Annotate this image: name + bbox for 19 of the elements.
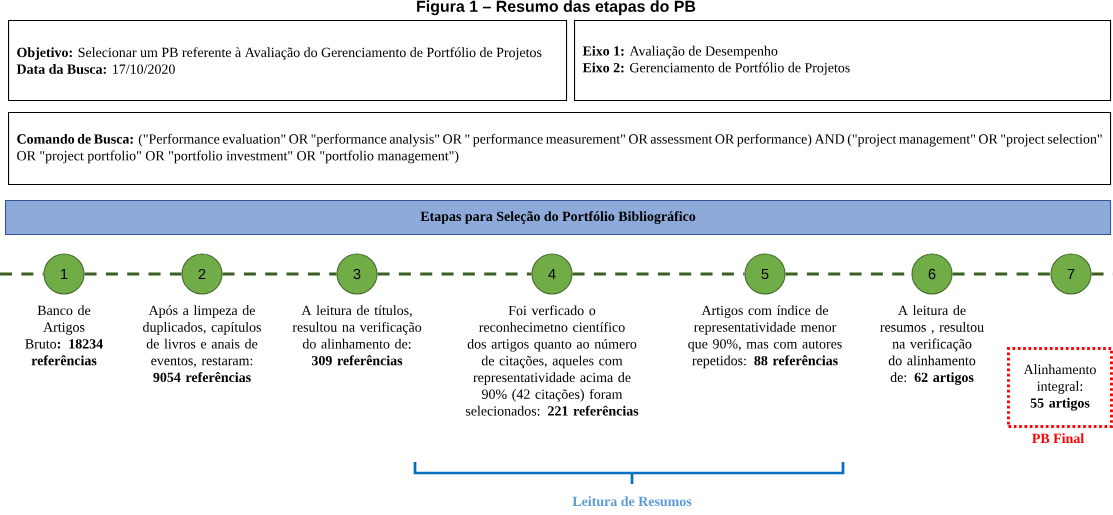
dashed-connector (222, 272, 337, 276)
step-description: Banco de Artigos Bruto: 18234 referências (25, 305, 103, 366)
step-description: A leitura de resumos , resultou na verificação do alinhamento de: 62 artigos (880, 305, 984, 385)
section-banner: Etapas para Seleção do Portfólio Bibliográfico (5, 200, 1112, 236)
info-box: Objetivo: Selecionar um PB referente à Avaliação do Gerenciamento de Portfólio de Projetos Data da Busca: 17/10/2020 (8, 20, 568, 102)
info-box: Comando de Busca: ("Performance evaluation" OR "performance analysis" OR " performance measurement" OR assessment OR performance) AND ("project management" OR "project selection" OR "project portfolio" OR "portfolio investment" OR "portfolio management") (8, 112, 1112, 186)
bracket-label: Leitura de Resumos (572, 496, 692, 507)
info-box: Eixo 1: Avaliação de Desempenho Eixo 2: Gerenciamento de Portfólio de Projetos (574, 20, 1112, 102)
figure-title: Figura 1 – Resumo das etapas do PB (417, 0, 696, 16)
step-description: A leitura de títulos, resultou na verificação do alinhamento de: 309 referências (292, 305, 422, 366)
dashed-connector (952, 272, 1051, 276)
result-label: PB Final (1032, 433, 1084, 444)
final-result-box: Alinhamento integral: 55 artigos (1007, 347, 1113, 428)
step-description: Artigos com índice de representatividade menor que 90%, mas com autores repetidos: 88 referências (688, 305, 842, 369)
step-description: Foi verficado o reconhecimetno científico dos artigos quanto ao número de citações, aqueles com representatividade acima de 90% (42 citações) foram selecionados: 221 referências (465, 305, 639, 416)
step-description: Após a limpeza de duplicados, capítulos de livros e anais de eventos, restaram: 9054 referências (143, 305, 261, 383)
dashed-connector (377, 272, 532, 276)
dashed-connector (572, 272, 745, 276)
dashed-connector (84, 272, 182, 276)
